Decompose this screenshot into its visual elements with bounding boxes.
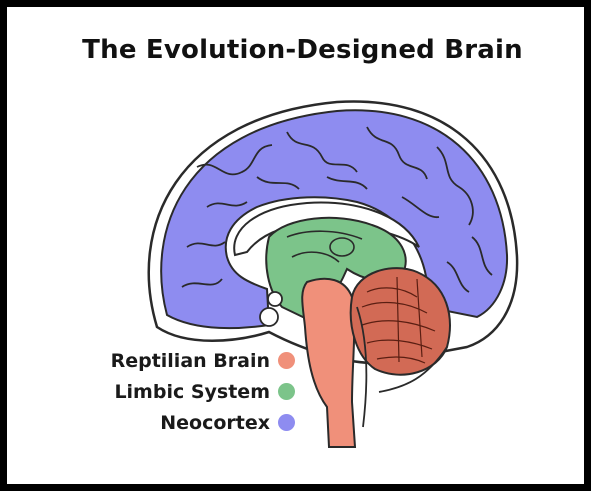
legend-swatch-icon xyxy=(278,383,295,400)
legend-label: Reptilian Brain xyxy=(111,350,270,372)
reptilian-region xyxy=(302,279,355,447)
legend-item-neocortex: Neocortex xyxy=(65,407,295,438)
legend-label: Limbic System xyxy=(114,381,270,403)
legend-label: Neocortex xyxy=(160,412,270,434)
legend-item-limbic: Limbic System xyxy=(65,376,295,407)
legend: Reptilian Brain Limbic System Neocortex xyxy=(65,345,295,438)
legend-item-reptilian: Reptilian Brain xyxy=(65,345,295,376)
legend-swatch-icon xyxy=(278,352,295,369)
legend-swatch-icon xyxy=(278,414,295,431)
